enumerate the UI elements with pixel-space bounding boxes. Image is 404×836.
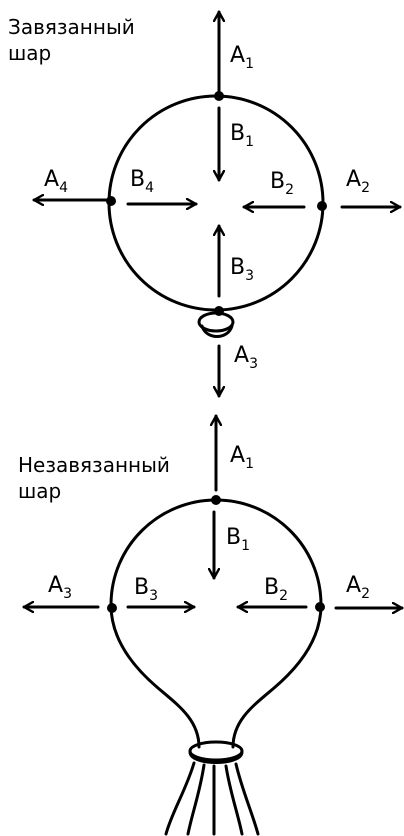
tied-label-a1: A1	[230, 43, 254, 72]
untied-balloon-outline	[109, 498, 323, 749]
untied-label-b1: B1	[226, 525, 250, 554]
tied-left-point	[106, 196, 116, 206]
tied-balloon-caption-line2: шар	[8, 41, 51, 65]
untied-top-point	[211, 495, 221, 505]
untied-label-b2: B2	[264, 575, 288, 604]
tied-bottom-point	[214, 306, 224, 316]
tied-label-b3: B3	[230, 255, 254, 284]
untied-balloon-caption-line1: Незавязанный	[18, 453, 170, 477]
untied-left-point	[107, 603, 117, 613]
tied-label-a2: A2	[346, 167, 370, 196]
tied-right-point	[317, 201, 327, 211]
tied-label-b4: B4	[130, 167, 154, 196]
tied-balloon-figure: Завязанный шар A1 B1 A4 B4 B2 A2 B3 A3	[8, 10, 402, 398]
tied-top-point	[214, 91, 224, 101]
tied-label-b2: B2	[270, 169, 294, 198]
untied-balloon-caption-line2: шар	[18, 479, 61, 503]
untied-label-a1: A1	[230, 443, 254, 472]
untied-balloon-neck-ring	[188, 740, 244, 764]
untied-balloon-figure: Незавязанный шар A1 B1	[18, 414, 404, 836]
untied-right-point	[315, 602, 325, 612]
untied-balloon-air-stream	[164, 761, 260, 836]
untied-label-b3: B3	[134, 575, 158, 604]
untied-label-a2: A2	[346, 573, 370, 602]
untied-label-a3: A3	[48, 573, 72, 602]
tied-label-a4: A4	[44, 167, 68, 196]
tied-balloon-caption-line1: Завязанный	[8, 15, 135, 39]
tied-label-a3: A3	[234, 343, 258, 372]
tied-label-b1: B1	[230, 121, 254, 150]
tied-balloon-knot	[197, 311, 235, 338]
